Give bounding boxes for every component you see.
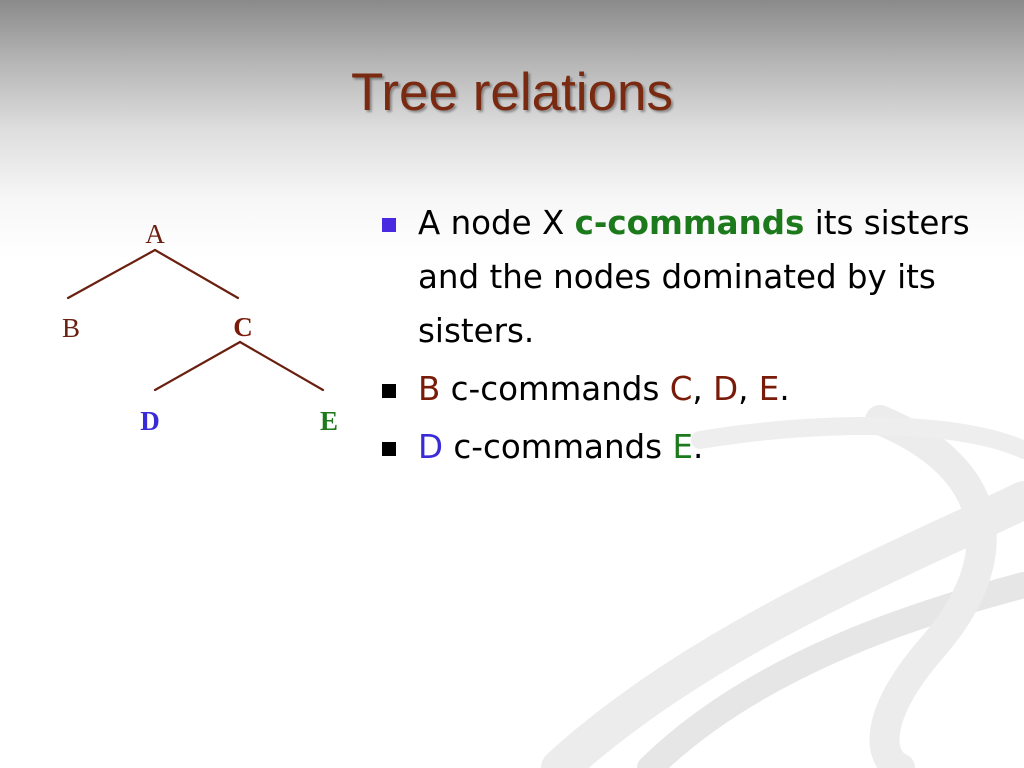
b-example-verb: c-commands bbox=[440, 370, 670, 408]
branch-a-b bbox=[66, 248, 157, 300]
node-d-label: D bbox=[140, 406, 160, 436]
b-example-node-e: E bbox=[758, 370, 780, 408]
b-example-period: . bbox=[779, 370, 790, 408]
node-e-label: E bbox=[320, 406, 338, 436]
b-example-comma-1: , bbox=[692, 370, 714, 408]
branch-c-d bbox=[153, 340, 242, 392]
d-example-node-e: E bbox=[672, 428, 693, 466]
d-example-period: . bbox=[692, 428, 704, 466]
bullet-item-d-example: D c-commands E. bbox=[378, 420, 1008, 474]
b-example-node-c: C bbox=[669, 370, 693, 408]
branch-a-c bbox=[153, 248, 240, 300]
b-example-comma-2: , bbox=[738, 370, 759, 408]
b-example-node-d: D bbox=[713, 370, 739, 408]
node-a-label: A bbox=[145, 219, 165, 249]
definition-text-end: its sisters and the nodes dominated by i… bbox=[418, 204, 970, 350]
node-c-label: C bbox=[233, 312, 253, 342]
d-example-node-d: D bbox=[418, 428, 444, 466]
square-bullet-icon bbox=[382, 442, 396, 456]
square-bullet-icon bbox=[382, 218, 396, 232]
bullet-item-b-example: B c-commands C, D, E. bbox=[378, 362, 1008, 416]
bullet-list: A node X c-commands its sisters and the … bbox=[378, 196, 1008, 478]
slide-title: Tree relations bbox=[350, 63, 674, 122]
square-bullet-icon bbox=[382, 384, 396, 398]
b-example-node-b: B bbox=[418, 370, 441, 408]
d-example-verb: c-commands bbox=[443, 428, 673, 466]
bullet-item-definition: A node X c-commands its sisters and the … bbox=[378, 196, 1008, 358]
branch-c-e bbox=[238, 340, 325, 392]
definition-keyword: c-commands bbox=[574, 204, 805, 242]
definition-text-start: A node X bbox=[418, 204, 575, 242]
node-b-label: B bbox=[62, 313, 80, 343]
